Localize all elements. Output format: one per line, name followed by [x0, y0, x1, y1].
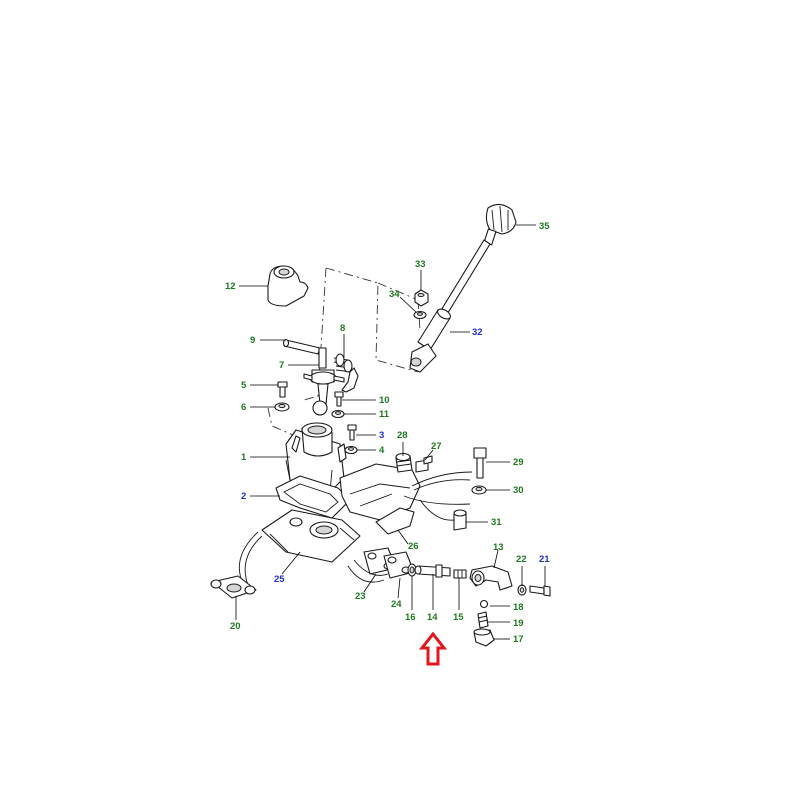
callout-labels: 12 9 8 7 5 6 10 11 3 4 1 2 28 27 29 30 3…	[225, 221, 550, 645]
part-22-washer	[517, 584, 527, 596]
callout-32: 32	[472, 327, 483, 338]
part-28-plug	[395, 452, 413, 473]
part-18-ball	[479, 599, 489, 609]
callout-2: 2	[241, 491, 246, 502]
callout-5: 5	[241, 380, 247, 391]
callout-20: 20	[230, 621, 241, 632]
callout-26: 26	[408, 541, 419, 552]
callout-4: 4	[379, 445, 385, 456]
callout-23: 23	[355, 591, 366, 602]
callout-18: 18	[513, 602, 524, 613]
callout-9: 9	[250, 335, 255, 346]
callout-19: 19	[513, 618, 524, 629]
callout-14: 14	[427, 612, 438, 623]
part-27-breather	[415, 455, 433, 473]
callout-31: 31	[491, 517, 502, 528]
callout-13: 13	[493, 542, 504, 553]
part-15-bush	[453, 569, 467, 579]
callout-15: 15	[453, 612, 464, 623]
part-6-washer	[274, 402, 290, 412]
callout-3: 3	[379, 430, 384, 441]
part-3-bolt	[347, 424, 357, 441]
callout-1: 1	[241, 452, 247, 463]
callout-12: 12	[225, 281, 236, 292]
part-26-cover-plate	[339, 463, 421, 535]
part-10-bolt	[334, 391, 344, 407]
up-arrow-icon	[418, 631, 448, 666]
callout-17: 17	[513, 634, 524, 645]
part-33-nut	[414, 289, 429, 307]
part-35-knob	[483, 203, 517, 246]
callout-24: 24	[391, 599, 402, 610]
callout-29: 29	[513, 457, 524, 468]
part-7-lever	[303, 347, 345, 416]
callout-33: 33	[415, 259, 426, 270]
phantom-outline	[267, 267, 421, 439]
callout-11: 11	[379, 409, 390, 420]
callout-22: 22	[516, 554, 527, 565]
part-29-bolt	[473, 447, 487, 479]
part-31-sleeve	[453, 509, 467, 531]
part-4-washer	[344, 445, 358, 455]
callout-10: 10	[379, 395, 390, 406]
part-12-gaiter-retainer	[267, 265, 309, 307]
callout-21: 21	[539, 554, 550, 565]
callout-7: 7	[279, 360, 284, 371]
part-19-spring	[477, 611, 489, 629]
callout-25: 25	[274, 574, 285, 585]
leader-lines	[235, 224, 546, 640]
callout-27: 27	[431, 441, 442, 452]
callout-8: 8	[340, 323, 345, 334]
part-9-pin	[282, 338, 321, 355]
part-2-gasket	[275, 475, 351, 519]
part-8-spring	[333, 353, 359, 393]
callout-6: 6	[241, 402, 246, 413]
callout-30: 30	[513, 485, 524, 496]
part-13-elbow	[469, 565, 513, 591]
callout-35: 35	[539, 221, 550, 232]
callout-28: 28	[397, 430, 408, 441]
part-17-plug	[473, 628, 495, 647]
part-25-lower-housing	[261, 509, 361, 563]
part-30-washer	[471, 485, 487, 495]
callout-34: 34	[389, 289, 400, 300]
part-32-strut	[409, 239, 491, 373]
part-5-bolt	[277, 381, 288, 398]
part-34-washer	[413, 310, 427, 320]
part-24-plate	[383, 551, 415, 579]
part-14-shaft	[414, 564, 451, 578]
part-20-flange	[210, 575, 257, 599]
callout-16: 16	[405, 612, 416, 623]
part-21-bolt	[529, 585, 551, 597]
part-11-washer	[331, 409, 345, 419]
